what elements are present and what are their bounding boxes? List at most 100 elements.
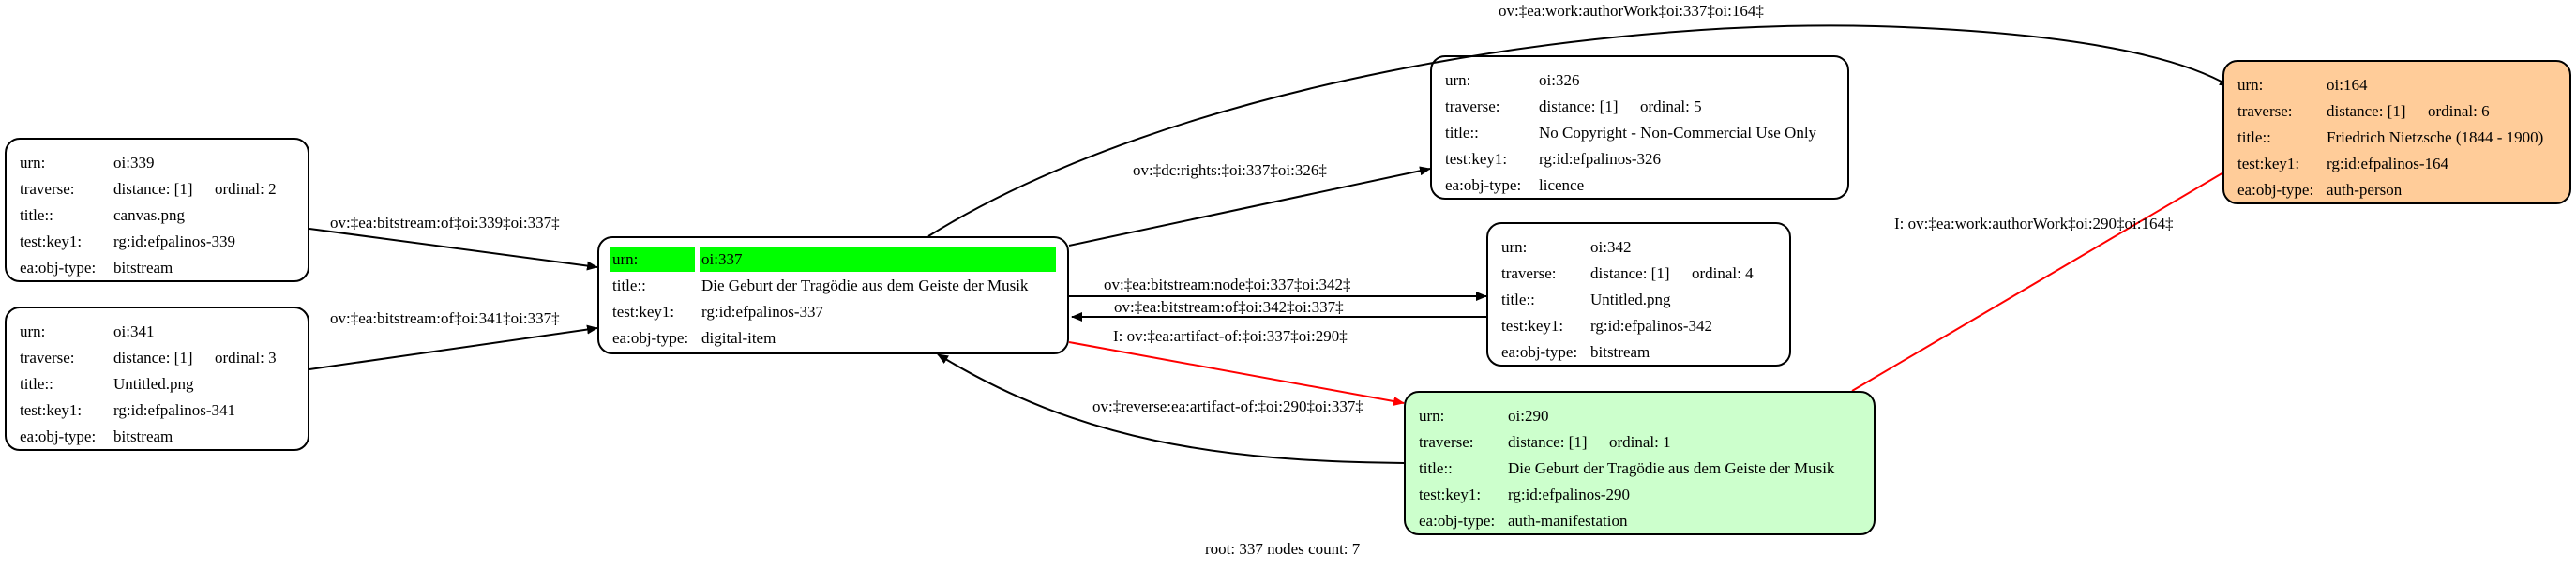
urn-key: urn:	[1419, 407, 1445, 425]
title-key: title::	[20, 375, 53, 393]
objtype-key: ea:obj-type:	[2237, 181, 2314, 199]
urn-value: oi:342	[1590, 238, 1632, 256]
edge-label-290-to-164: I: ov:‡ea:work:authorWork‡oi:290‡oi:164‡	[1894, 215, 2174, 232]
urn-value: oi:339	[113, 154, 155, 172]
node-oi-326[interactable]: urn: oi:326 traverse: distance: [1] ordinal…	[1430, 55, 1849, 200]
testkey-value: rg:id:efpalinos-164	[2327, 155, 2448, 172]
objtype-value: licence	[1539, 176, 1585, 194]
urn-value: oi:337	[701, 250, 743, 268]
objtype-key: ea:obj-type:	[1419, 512, 1496, 530]
title-value: canvas.png	[113, 206, 186, 224]
urn-key: urn:	[1445, 71, 1471, 89]
title-value: Die Geburt der Tragödie aus dem Geiste d…	[1508, 459, 1835, 477]
urn-value-highlight	[700, 247, 1056, 272]
title-key: title::	[1419, 459, 1453, 477]
edge-label-341: ov:‡ea:bitstream:of‡oi:341‡oi:337‡	[330, 309, 560, 327]
edge-label-342-of: ov:‡ea:bitstream:of‡oi:342‡oi:337‡	[1114, 298, 1344, 316]
testkey-value: rg:id:efpalinos-339	[113, 232, 235, 250]
objtype-key: ea:obj-type:	[20, 259, 97, 277]
testkey-value: rg:id:efpalinos-342	[1590, 317, 1712, 335]
edge-341-to-337	[309, 324, 598, 370]
testkey-key: test:key1:	[20, 232, 83, 250]
traverse-key: traverse:	[1501, 264, 1557, 282]
objtype-key: ea:obj-type:	[1445, 176, 1522, 194]
title-key: title::	[20, 206, 53, 224]
title-key: title::	[2237, 128, 2271, 146]
ordinal-value: ordinal: 4	[1692, 264, 1754, 282]
urn-key: urn:	[612, 250, 639, 268]
edge-337-to-326	[1068, 166, 1431, 247]
title-key: title::	[1445, 124, 1479, 142]
edge-337-to-164	[927, 24, 2231, 237]
edge-label-342-node: ov:‡ea:bitstream:node‡oi:337‡oi:342‡	[1104, 276, 1351, 293]
testkey-value: rg:id:efpalinos-337	[701, 303, 823, 321]
ordinal-value: ordinal: 2	[215, 180, 277, 198]
node-oi-339[interactable]: urn:oi:339 traverse:distance: [1]ordinal…	[5, 138, 309, 282]
node-oi-342[interactable]: urn: oi:342 traverse: distance: [1] ordinal…	[1486, 222, 1791, 367]
objtype-value: auth-manifestation	[1508, 512, 1628, 530]
distance-value: distance: [1]	[1539, 97, 1619, 115]
edge-337-to-290	[1068, 341, 1405, 406]
traverse-key: traverse:	[1419, 433, 1474, 451]
objtype-value: auth-person	[2327, 181, 2403, 199]
title-key: title::	[612, 277, 646, 294]
edge-290-to-164	[1851, 158, 2247, 392]
urn-key: urn:	[20, 322, 46, 340]
edge-label-290: I: ov:‡ea:artifact-of:‡oi:337‡oi:290‡	[1113, 327, 1348, 345]
urn-value: oi:341	[113, 322, 155, 340]
title-value: No Copyright - Non-Commercial Use Only	[1539, 124, 1817, 142]
edge-label-164: ov:‡ea:work:authorWork‡oi:337‡oi:164‡	[1499, 2, 1764, 20]
testkey-value: rg:id:efpalinos-326	[1539, 150, 1661, 168]
node-oi-337-root[interactable]: urn: oi:337 title::Die Geburt der Tragödi…	[597, 236, 1069, 354]
node-oi-290[interactable]: urn:oi:290 traverse:distance: [1]ordinal…	[1404, 391, 1876, 535]
objtype-value: bitstream	[1590, 343, 1650, 361]
edge-290-to-337	[937, 353, 1405, 464]
objtype-key: ea:obj-type:	[1501, 343, 1578, 361]
title-value: Untitled.png	[113, 375, 194, 393]
edge-label-339: ov:‡ea:bitstream:of‡oi:339‡oi:337‡	[330, 214, 560, 232]
ordinal-value: ordinal: 6	[2428, 102, 2490, 120]
testkey-key: test:key1:	[1445, 150, 1508, 168]
traverse-key: traverse:	[1445, 97, 1500, 115]
testkey-key: test:key1:	[1501, 317, 1564, 335]
edge-label-326: ov:‡dc:rights:‡oi:337‡oi:326‡	[1133, 161, 1327, 179]
traverse-key: traverse:	[20, 180, 75, 198]
testkey-key: test:key1:	[2237, 155, 2300, 172]
objtype-value: bitstream	[113, 259, 173, 277]
distance-value: distance: [1]	[2327, 102, 2406, 120]
ordinal-value: ordinal: 5	[1640, 97, 1702, 115]
urn-key: urn:	[1501, 238, 1528, 256]
objtype-value: digital-item	[701, 329, 776, 347]
traverse-key: traverse:	[20, 349, 75, 367]
title-key: title::	[1501, 291, 1535, 308]
distance-value: distance: [1]	[113, 180, 193, 198]
graph-footer: root: 337 nodes count: 7	[1205, 540, 1361, 558]
traverse-key: traverse:	[2237, 102, 2293, 120]
title-value: Friedrich Nietzsche (1844 - 1900)	[2327, 128, 2544, 146]
edge-label-290-rev: ov:‡reverse:ea:artifact-of:‡oi:290‡oi:33…	[1092, 397, 1363, 415]
ordinal-value: ordinal: 1	[1609, 433, 1671, 451]
title-value: Untitled.png	[1590, 291, 1671, 308]
objtype-value: bitstream	[113, 427, 173, 445]
distance-value: distance: [1]	[113, 349, 193, 367]
testkey-value: rg:id:efpalinos-290	[1508, 486, 1630, 503]
testkey-key: test:key1:	[20, 401, 83, 419]
distance-value: distance: [1]	[1508, 433, 1588, 451]
objtype-key: ea:obj-type:	[20, 427, 97, 445]
urn-value: oi:326	[1539, 71, 1580, 89]
title-value: Die Geburt der Tragödie aus dem Geiste d…	[701, 277, 1029, 294]
urn-key-highlight	[610, 247, 695, 272]
urn-value: oi:164	[2327, 76, 2368, 94]
testkey-value: rg:id:efpalinos-341	[113, 401, 235, 419]
node-oi-164[interactable]: urn: oi:164 traverse: distance: [1] ordinal…	[2222, 60, 2571, 204]
urn-key: urn:	[2237, 76, 2264, 94]
testkey-key: test:key1:	[612, 303, 675, 321]
edge-339-to-337	[309, 228, 598, 271]
distance-value: distance: [1]	[1590, 264, 1670, 282]
testkey-key: test:key1:	[1419, 486, 1482, 503]
objtype-key: ea:obj-type:	[612, 329, 689, 347]
ordinal-value: ordinal: 3	[215, 349, 277, 367]
node-oi-341[interactable]: urn: oi:341 traverse: distance: [1] ordinal…	[5, 307, 309, 451]
